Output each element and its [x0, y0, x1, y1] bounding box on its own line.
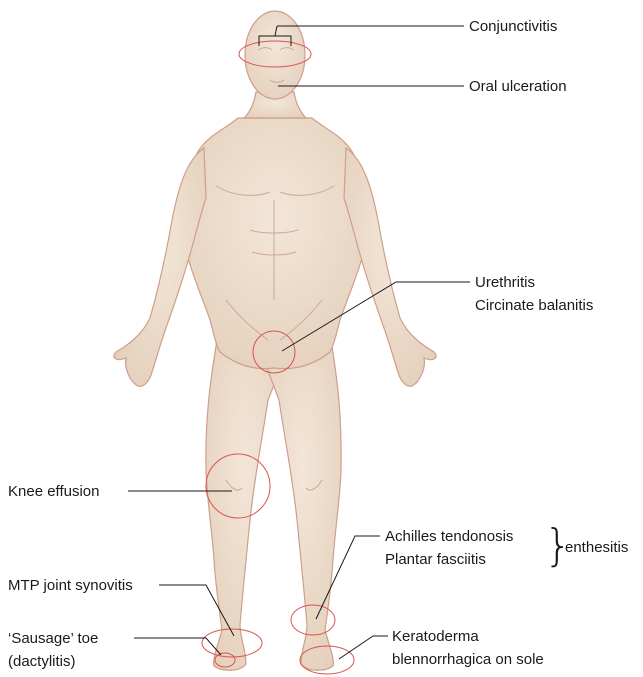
label-urethritis: Urethritis — [475, 273, 535, 292]
label-oral-ulceration: Oral ulceration — [469, 77, 567, 96]
label-dactylitis: (dactylitis) — [8, 652, 76, 671]
keratoderma-leader — [339, 636, 388, 659]
label-mtp-synovitis: MTP joint synovitis — [8, 576, 133, 595]
label-enthesitis: enthesitis — [565, 538, 628, 557]
label-knee-effusion: Knee effusion — [8, 482, 99, 501]
label-circinate-balanitis: Circinate balanitis — [475, 296, 593, 315]
label-keratoderma: Keratoderma — [392, 627, 479, 646]
sausage-toe-leader — [134, 638, 221, 655]
label-plantar-fasciitis: Plantar fasciitis — [385, 550, 486, 569]
human-figure — [114, 11, 436, 670]
label-achilles-tendonosis: Achilles tendonosis — [385, 527, 513, 546]
left-leg — [206, 335, 284, 670]
label-keratoderma-sole: blennorrhagica on sole — [392, 650, 544, 669]
right-leg — [264, 335, 341, 670]
label-conjunctivitis: Conjunctivitis — [469, 17, 557, 36]
label-sausage-toe: ‘Sausage’ toe — [8, 629, 98, 648]
